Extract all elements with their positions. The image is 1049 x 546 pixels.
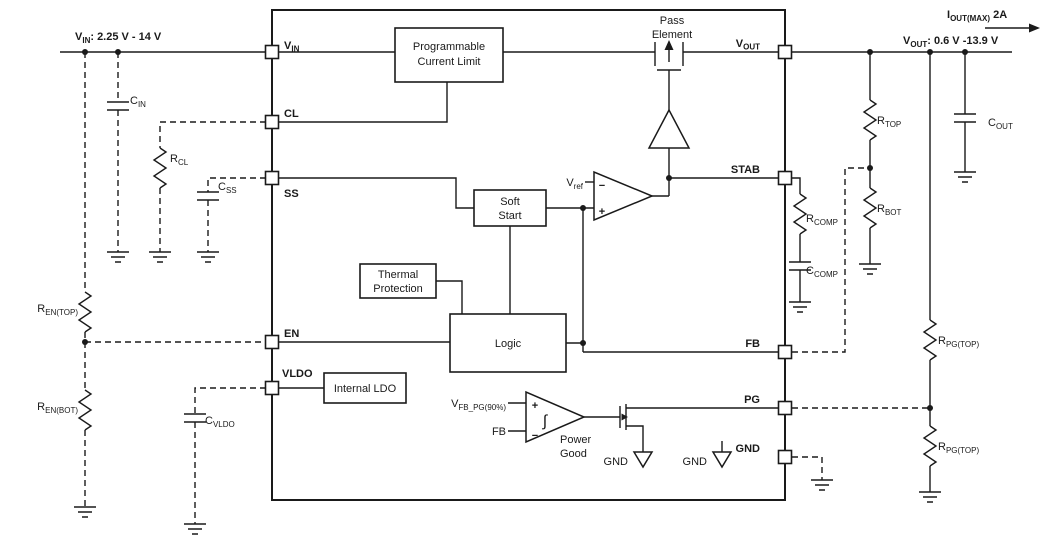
ground-symbols	[74, 171, 976, 535]
error-amp-plus: +	[599, 206, 605, 218]
error-amplifier: − +	[593, 170, 654, 222]
pin-label-vin: VIN	[284, 40, 300, 54]
pin-label-vldo: VLDO	[282, 368, 313, 380]
gnd-label-2: GND	[683, 456, 708, 468]
pin-label-en: EN	[284, 328, 299, 340]
pg-comp-minus: −	[532, 430, 538, 442]
pass-element-label-line2: Element	[652, 29, 692, 41]
external-wires-left	[60, 51, 266, 524]
pin-label-stab: STAB	[731, 164, 760, 176]
pin-cl	[264, 114, 280, 130]
hysteresis-icon: ∫	[542, 413, 549, 430]
resistor-rtop	[862, 99, 878, 141]
capacitor-cvldo	[184, 413, 206, 423]
pin-label-gnd: GND	[736, 443, 761, 455]
power-good-comparator: + − ∫	[508, 390, 586, 444]
block-thermal-protection: Thermal Protection	[359, 263, 437, 299]
pins	[264, 44, 793, 465]
resistor-ren-top	[77, 291, 93, 333]
resistor-rcl	[152, 147, 168, 189]
resistor-ren-bot	[77, 389, 93, 431]
resistor-rbot	[862, 187, 878, 229]
svg-text:Programmable: Programmable	[413, 41, 485, 53]
ic-outline	[271, 9, 786, 501]
pg-fb-label: FB	[492, 426, 506, 438]
pass-element-mosfet	[654, 40, 684, 71]
power-good-label-line1: Power	[560, 434, 592, 446]
label-ccomp: CCOMP	[806, 265, 838, 279]
pin-label-cl: CL	[284, 108, 299, 120]
pass-fet-arrow	[664, 40, 674, 50]
gate-driver-amp	[647, 108, 691, 149]
svg-text:Soft: Soft	[500, 196, 520, 208]
label-cout: COUT	[988, 117, 1013, 131]
pin-label-pg: PG	[744, 394, 760, 406]
pin-label-vout: VOUT	[736, 38, 760, 52]
pin-stab	[777, 170, 793, 186]
pin-fb	[777, 344, 793, 360]
vin-rail-label: VIN: 2.25 V - 14 V	[75, 31, 162, 45]
internal-ground-1	[632, 451, 654, 469]
svg-text:Protection: Protection	[373, 283, 423, 295]
label-rbot: RBOT	[877, 203, 902, 217]
block-programmable-current-limit: Programmable Current Limit	[394, 27, 504, 83]
pin-en	[264, 334, 280, 350]
label-css: CSS	[218, 181, 237, 195]
resistor-rcomp	[792, 193, 808, 235]
label-ren-top: REN(TOP)	[37, 303, 78, 317]
capacitor-cout	[954, 113, 976, 123]
iout-arrowhead	[1029, 23, 1040, 33]
svg-text:Logic: Logic	[495, 338, 522, 350]
label-rcl: RCL	[170, 153, 189, 167]
pin-vin	[264, 44, 280, 60]
resistor-rpg-top2	[922, 425, 938, 467]
external-wires-right	[792, 23, 1040, 492]
pin-vout	[777, 44, 793, 60]
pin-ss	[264, 170, 280, 186]
internal-ground-2	[711, 451, 733, 469]
vout-rail-label: VOUT: 0.6 V -13.9 V	[903, 35, 999, 49]
pg-comp-plus: +	[532, 400, 538, 412]
iout-label: IOUT(MAX) 2A	[947, 9, 1007, 23]
gnd-label-1: GND	[604, 456, 629, 468]
error-amp-minus: −	[599, 180, 605, 192]
resistor-rpg-top1	[922, 319, 938, 361]
label-cin: CIN	[130, 95, 146, 109]
junction-dots	[82, 49, 968, 411]
vfb-pg-label: VFB_PG(90%)	[451, 398, 506, 412]
pin-vldo	[264, 380, 280, 396]
block-internal-ldo: Internal LDO	[323, 372, 407, 404]
block-logic: Logic	[449, 313, 567, 373]
svg-text:Start: Start	[498, 210, 521, 222]
label-ren-bot: REN(BOT)	[37, 401, 78, 415]
pin-gnd	[777, 449, 793, 465]
vref-label: Vref	[566, 177, 583, 191]
pin-label-ss: SS	[284, 188, 299, 200]
power-good-label-line2: Good	[560, 448, 587, 460]
label-rcomp: RCOMP	[806, 213, 838, 227]
capacitor-cin	[107, 101, 129, 111]
pass-element-label-line1: Pass	[660, 15, 685, 27]
svg-text:Current Limit: Current Limit	[418, 56, 481, 68]
label-rpg-top1: RPG(TOP)	[938, 335, 979, 349]
block-soft-start: Soft Start	[473, 189, 547, 227]
label-rpg-top2: RPG(TOP)	[938, 441, 979, 455]
pg-nmos	[619, 404, 628, 430]
pin-label-fb: FB	[745, 338, 760, 350]
label-rtop: RTOP	[877, 115, 901, 129]
capacitor-ccomp	[789, 261, 811, 271]
label-cvldo: CVLDO	[205, 415, 235, 429]
svg-text:Thermal: Thermal	[378, 269, 418, 281]
capacitor-css	[197, 191, 219, 201]
pin-pg	[777, 400, 793, 416]
svg-text:Internal LDO: Internal LDO	[334, 383, 397, 395]
